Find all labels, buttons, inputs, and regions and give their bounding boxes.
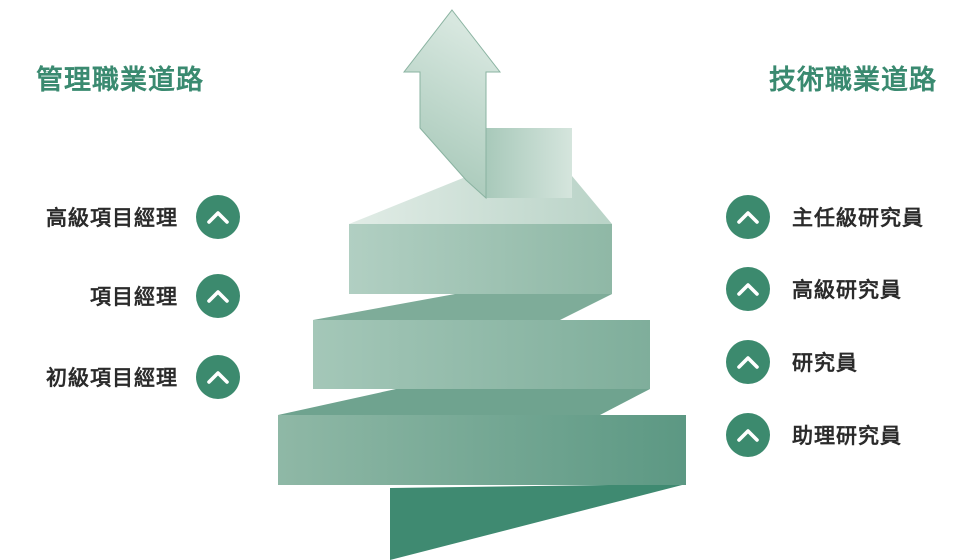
chevron-up-icon — [726, 340, 770, 384]
management-level-label: 高級項目經理 — [46, 205, 178, 230]
staircase-step-1 — [278, 415, 686, 485]
management-level-item: 初級項目經理 — [46, 355, 240, 399]
technical-level-item: 研究員 — [726, 340, 858, 384]
up-arrow-icon — [402, 9, 502, 200]
management-level-item: 項目經理 — [90, 274, 240, 318]
staircase-fold — [486, 128, 572, 198]
chevron-up-icon — [726, 195, 770, 239]
staircase-connector — [313, 294, 612, 320]
management-level-item: 高級項目經理 — [46, 195, 240, 239]
chevron-up-icon — [726, 413, 770, 457]
technical-level-label: 高級研究員 — [792, 277, 902, 302]
technical-level-label: 研究員 — [792, 350, 858, 375]
technical-level-label: 助理研究員 — [792, 423, 902, 448]
chevron-up-icon — [196, 195, 240, 239]
chevron-up-icon — [196, 274, 240, 318]
staircase-tail — [390, 484, 686, 560]
chevron-up-icon — [726, 267, 770, 311]
staircase-step-3 — [349, 224, 612, 294]
technical-level-label: 主任級研究員 — [792, 205, 924, 230]
chevron-up-icon — [196, 355, 240, 399]
technical-level-item: 助理研究員 — [726, 413, 902, 457]
technical-level-item: 主任級研究員 — [726, 195, 924, 239]
staircase-step-2 — [313, 320, 650, 389]
staircase-connector — [278, 389, 650, 415]
management-level-label: 項目經理 — [90, 284, 178, 309]
technical-level-item: 高級研究員 — [726, 267, 902, 311]
management-path-title: 管理職業道路 — [36, 65, 204, 96]
technical-path-title: 技術職業道路 — [769, 65, 937, 96]
management-level-label: 初級項目經理 — [46, 365, 178, 390]
